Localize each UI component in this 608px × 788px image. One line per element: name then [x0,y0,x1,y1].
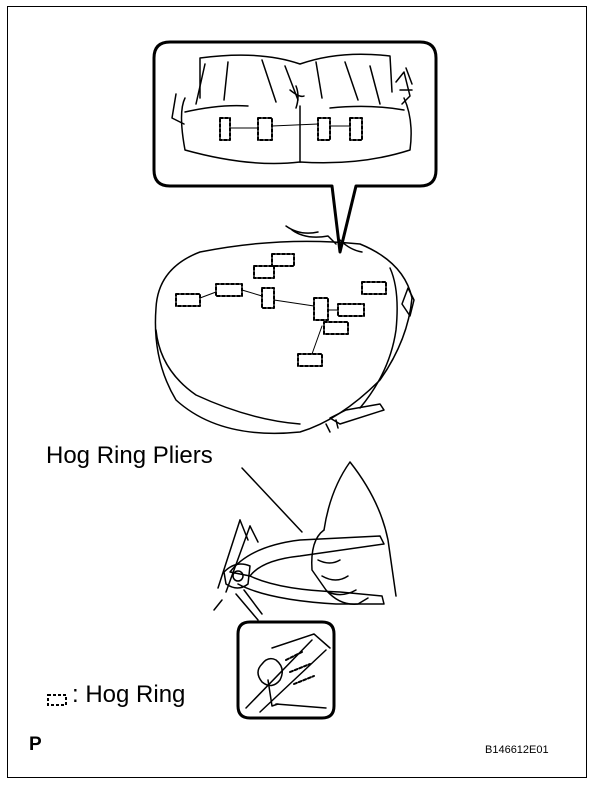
figure-frame [7,6,587,778]
hog-ring-pliers-label: Hog Ring Pliers [46,442,213,469]
seat-cushion [154,225,415,435]
figure-code: B146612E01 [485,744,549,756]
hand-with-pliers [213,461,397,621]
legend-text: : Hog Ring [72,681,186,708]
page-letter: P [29,734,42,755]
hog-ring-symbol-icon [46,687,68,706]
label-leader-line [241,467,303,533]
top-callout [152,40,438,254]
callout-leader-lines [235,589,263,621]
bottom-callout [236,620,336,720]
legend: : Hog Ring [46,681,185,709]
